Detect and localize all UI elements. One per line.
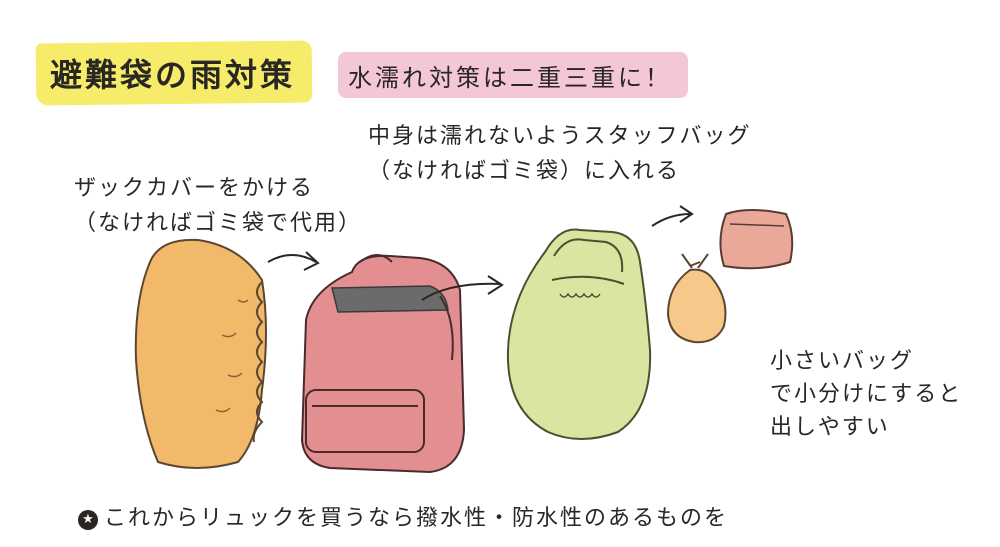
arrow-1 (267, 251, 320, 271)
page-title: 避難袋の雨対策 (50, 56, 296, 94)
small-bag-illustration (719, 209, 794, 270)
arrow-3 (651, 205, 694, 227)
pouch-illustration (666, 253, 727, 344)
note-cover-line2: （なければゴミ袋で代用） (74, 211, 363, 236)
star-icon: ★ (78, 510, 98, 530)
tip-text: これからリュックを買うなら撥水性・防水性のあるものを (104, 506, 729, 531)
rain-cover-illustration (134, 238, 267, 469)
backpack-illustration (300, 254, 466, 474)
note-small-line3: 出しやすい (770, 415, 890, 440)
tip-line: ★ これからリュックを買うなら撥水性・防水性のあるものを (78, 500, 728, 532)
note-cover-line1: ザックカバーをかける (74, 176, 315, 201)
note-small-line1: 小さいバッグ (770, 349, 915, 374)
note-contents-line2: （なければゴミ袋）に入れる (368, 159, 681, 184)
note-small-line2: で小分けにすると (770, 382, 963, 407)
tag-text: 水濡れ対策は二重三重に！ (348, 64, 672, 92)
stuff-bag-illustration (506, 228, 652, 440)
tag-highlight (338, 52, 688, 98)
note-contents-line1: 中身は濡れないようスタッフバッグ (368, 124, 752, 149)
arrow-2 (421, 275, 504, 301)
